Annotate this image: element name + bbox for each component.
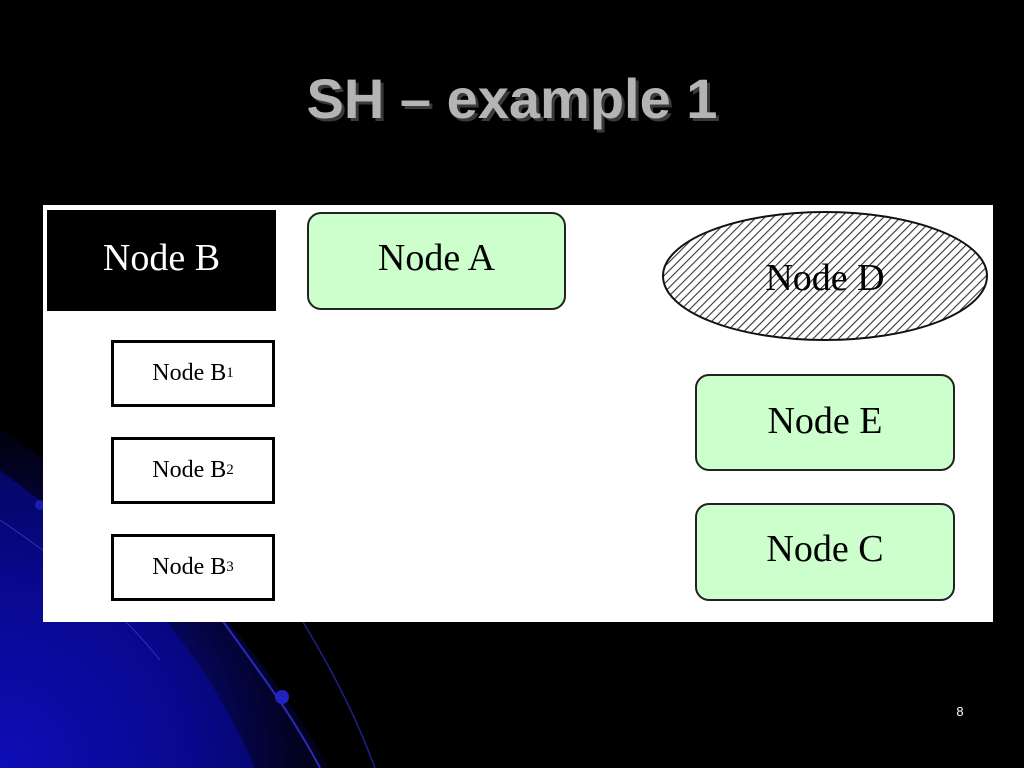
node-c-label: Node C — [766, 528, 884, 570]
node-e-label: Node E — [767, 399, 883, 442]
slide-number: 8 — [956, 704, 964, 719]
slide-title: SH – example 1 — [306, 67, 718, 130]
node-b1-label: Node B — [152, 360, 227, 386]
node-a: Node A — [307, 212, 566, 310]
node-c: Node C — [695, 503, 955, 601]
node-a-label: Node A — [377, 237, 496, 279]
node-b-label: Node B — [102, 236, 221, 279]
node-d-hatched-ellipse — [662, 211, 988, 341]
node-b2-subscript: 2 — [226, 462, 234, 478]
node-d-label: Node D — [765, 257, 885, 299]
node-b3-subscript: 3 — [226, 559, 234, 575]
node-b: Node B — [47, 210, 276, 311]
node-b1-subscript: 1 — [226, 365, 234, 381]
node-b2-label: Node B — [152, 457, 227, 483]
node-d: Node D — [661, 210, 989, 342]
node-e: Node E — [695, 374, 955, 471]
node-b3-label: Node B — [152, 554, 227, 580]
